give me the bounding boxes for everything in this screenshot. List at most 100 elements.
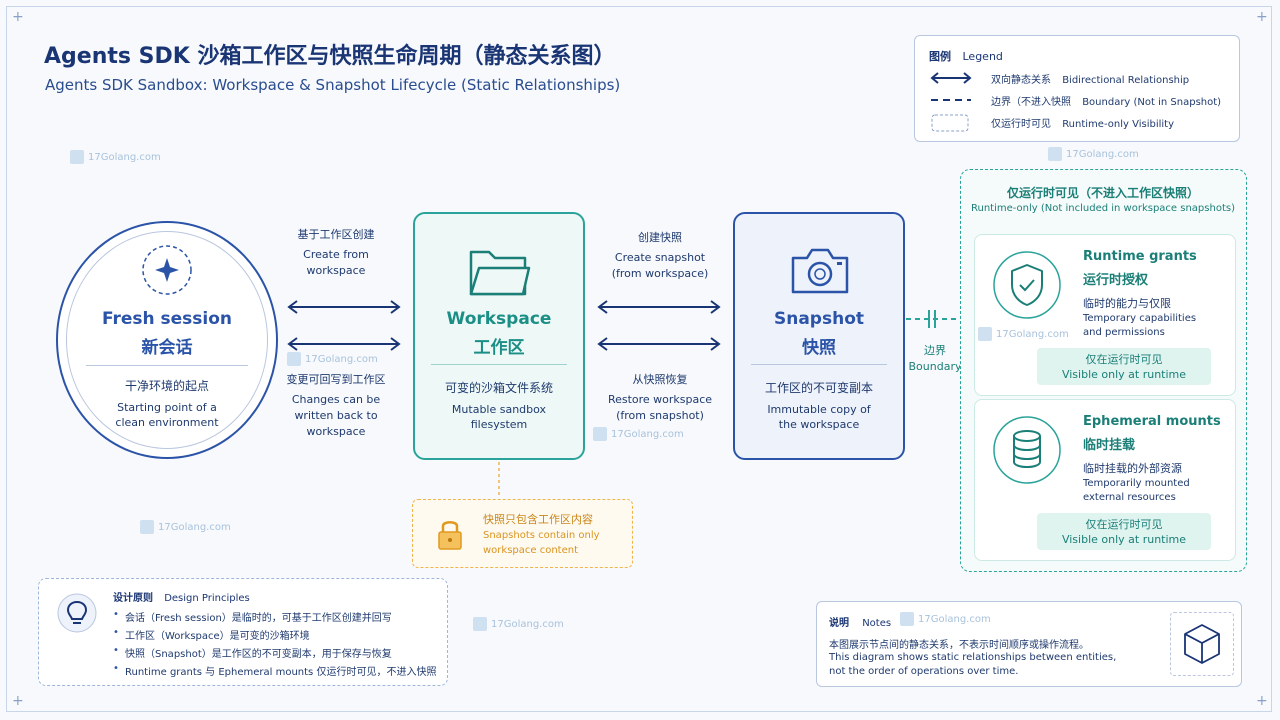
fresh-session-title: Fresh session <box>101 309 233 329</box>
runtime-visibility-badge: 仅在运行时可见 Visible only at runtime <box>1037 348 1211 385</box>
edge-label-zh: 创建快照 <box>638 231 682 244</box>
legend-item-zh: 双向静态关系 <box>991 75 1051 86</box>
watermark: 17Golang.com <box>287 352 378 366</box>
principles-title-zh: 设计原则 <box>113 593 153 604</box>
snapshot-desc-zh: 工作区的不可变副本 <box>764 381 873 395</box>
watermark-text: 17Golang.com <box>305 354 378 365</box>
badge-zh: 仅在运行时可见 <box>1085 518 1163 531</box>
folder-icon <box>469 250 531 296</box>
boundary-label-en: Boundary <box>908 360 962 373</box>
watermark: 17Golang.com <box>593 427 684 441</box>
callout-en-2: workspace content <box>483 545 578 556</box>
ephemeral-mounts-title-zh: 临时挂载 <box>1083 438 1136 453</box>
runtime-grants-desc-en-2: and permissions <box>1083 327 1165 338</box>
edge-label-en: (from snapshot) <box>616 409 704 422</box>
legend-title-en: Legend <box>962 50 1003 63</box>
snapshot-desc-en-2: the workspace <box>778 418 860 431</box>
edge-label-zh: 变更可回写到工作区 <box>286 373 386 386</box>
page-frame <box>6 6 1272 712</box>
edge-label-en: Restore workspace <box>607 393 713 406</box>
workspace-desc-en-1: Mutable sandbox <box>451 403 547 416</box>
divider <box>751 364 887 365</box>
principle-item: 快照（Snapshot）是工作区的不可变副本，用于保存与恢复 <box>125 649 392 660</box>
watermark-logo-icon <box>140 520 154 534</box>
workspace-desc-en-2: filesystem <box>470 418 528 431</box>
snapshot-node: Snapshot 快照 工作区的不可变副本 Immutable copy of … <box>733 212 905 460</box>
watermark: 17Golang.com <box>473 617 564 631</box>
edge-label-en: Create snapshot <box>614 251 706 264</box>
legend-item-boundary: 边界（不进入快照 Boundary (Not in Snapshot) <box>991 93 1221 108</box>
notes-zh: 本图展示节点间的静态关系，不表示时间顺序或操作流程。 <box>829 640 1089 651</box>
lightbulb-icon <box>57 593 97 633</box>
notes-title: 说明 Notes <box>829 614 891 629</box>
fresh-session-desc-en-2: clean environment <box>115 416 219 429</box>
watermark-text: 17Golang.com <box>88 152 161 163</box>
edge-label-en: written back to <box>294 409 378 422</box>
corner-mark-icon: + <box>1256 693 1268 709</box>
bullet-icon: • <box>113 609 119 620</box>
edge-label-zh: 基于工作区创建 <box>297 228 375 241</box>
legend-item-zh: 仅运行时可见 <box>991 119 1051 130</box>
runtime-grants-desc-zh: 临时的能力与仅限 <box>1083 297 1171 310</box>
fresh-session-desc-en-1: Starting point of a <box>117 401 217 414</box>
fresh-session-title-zh: 新会话 <box>141 338 193 358</box>
boundary-label: 边界 Boundary <box>905 343 965 375</box>
lock-icon <box>438 521 462 550</box>
writeback-label: 变更可回写到工作区 Changes can be written back to… <box>276 372 396 440</box>
fresh-session-node: Fresh session 新会话 干净环境的起点 Starting point… <box>56 221 278 459</box>
workspace-desc-zh: 可变的沙箱文件系统 <box>444 381 553 395</box>
watermark: 17Golang.com <box>70 150 161 164</box>
runtime-grants-title: Runtime grants <box>1083 249 1197 264</box>
corner-mark-icon: + <box>12 693 24 709</box>
ephemeral-mounts-desc-zh: 临时挂载的外部资源 <box>1083 462 1182 475</box>
runtime-grants-card: Runtime grants 运行时授权 临时的能力与仅限 Temporary … <box>974 234 1236 396</box>
restore-label: 从快照恢复 Restore workspace (from snapshot) <box>600 372 720 424</box>
snapshot-title-zh: 快照 <box>802 338 836 358</box>
watermark: 17Golang.com <box>1048 147 1139 161</box>
runtime-title-en: Runtime-only (Not included in workspace … <box>971 203 1235 214</box>
workspace-title: Workspace <box>446 309 552 329</box>
runtime-grants-desc-en-1: Temporary capabilities <box>1083 313 1197 324</box>
create-from-workspace-label: 基于工作区创建 Create from workspace <box>276 227 396 279</box>
snapshot-scope-callout: 快照只包含工作区内容 Snapshots contain only worksp… <box>412 499 633 568</box>
page-subtitle: Agents SDK Sandbox: Workspace & Snapshot… <box>45 76 621 94</box>
snapshot-desc-en-1: Immutable copy of <box>767 403 871 416</box>
edge-label-en: workspace <box>306 425 366 438</box>
watermark: 17Golang.com <box>900 612 991 626</box>
watermark-text: 17Golang.com <box>996 329 1069 340</box>
legend-item-zh: 边界（不进入快照 <box>991 97 1071 108</box>
runtime-grants-title-zh: 运行时授权 <box>1083 273 1149 288</box>
cube-icon <box>1184 624 1220 664</box>
divider <box>86 365 248 366</box>
edge-label-zh: 从快照恢复 <box>632 373 688 386</box>
watermark-logo-icon <box>593 427 607 441</box>
database-icon <box>993 416 1061 484</box>
notes-panel: 说明 Notes 本图展示节点间的静态关系，不表示时间顺序或操作流程。 This… <box>816 601 1242 687</box>
bidirectional-arrow-icon <box>930 72 972 84</box>
corner-mark-icon: + <box>1256 9 1268 25</box>
watermark-logo-icon <box>287 352 301 366</box>
edge-label-en: Create from <box>303 248 369 261</box>
fresh-session-desc-zh: 干净环境的起点 <box>124 379 209 393</box>
watermark-logo-icon <box>900 612 914 626</box>
principle-item: Runtime grants 与 Ephemeral mounts 仅运行时可见… <box>125 667 437 678</box>
workspace-node: Workspace 工作区 可变的沙箱文件系统 Mutable sandbox … <box>413 212 585 460</box>
legend-title: 图例 Legend <box>929 48 1003 64</box>
watermark-logo-icon <box>473 617 487 631</box>
notes-en-2: not the order of operations over time. <box>829 666 1019 677</box>
workspace-title-zh: 工作区 <box>473 338 525 358</box>
badge-zh: 仅在运行时可见 <box>1085 353 1163 366</box>
page-title: Agents SDK 沙箱工作区与快照生命周期（静态关系图） <box>44 44 616 69</box>
edge-label-en: Changes can be <box>291 393 381 406</box>
edge-label-en: workspace <box>306 264 366 277</box>
principles-title: 设计原则 Design Principles <box>113 589 250 604</box>
ephemeral-mounts-title: Ephemeral mounts <box>1083 414 1221 429</box>
notes-title-en: Notes <box>862 618 892 629</box>
legend-symbols <box>930 72 972 132</box>
legend-item-en: Bidirectional Relationship <box>1062 75 1190 86</box>
fresh-session-inner-ring <box>66 231 268 449</box>
notes-title-zh: 说明 <box>829 618 849 629</box>
watermark-logo-icon <box>70 150 84 164</box>
callout-zh: 快照只包含工作区内容 <box>483 513 593 526</box>
boundary-label-zh: 边界 <box>924 344 946 357</box>
